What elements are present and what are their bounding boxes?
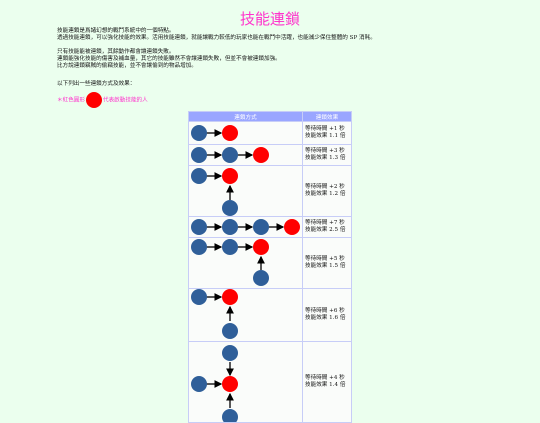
- wait-time: 等待時間 +5 秒: [305, 256, 345, 262]
- skill-effect: 技能效果 2.5 倍: [305, 227, 346, 233]
- legend-suffix: 代表啟動技能的人: [102, 97, 148, 104]
- member-icon: [191, 168, 207, 184]
- intro-line: 只有技能能被連鎖，其餘動作都會讓連鎖失敗。: [57, 49, 175, 55]
- intro-line: 比方說連鎖竊賊的偷竊技能，並不會讓偷到的物品增加。: [57, 63, 197, 69]
- effect-cell: 等待時間 +7 秒 技能效果 2.5 倍: [302, 216, 352, 238]
- initiator-icon: [222, 168, 238, 184]
- table-row: 等待時間 +7 秒 技能效果 2.5 倍: [188, 216, 352, 238]
- effect-cell: 等待時間 +5 秒 技能效果 1.5 倍: [302, 237, 352, 289]
- skill-effect: 技能效果 1.4 倍: [305, 382, 346, 388]
- table-row: 等待時間 +6 秒 技能效果 1.6 倍: [188, 288, 352, 342]
- header-chain-effect: 連鎖效果: [302, 111, 352, 122]
- member-icon: [222, 323, 238, 339]
- skill-effect: 技能效果 1.1 倍: [305, 133, 346, 139]
- member-icon: [253, 270, 269, 286]
- intro-line: 技能連鎖是爲諸幻想的戰鬥系統中的一個特點。: [57, 28, 175, 34]
- red-circle-icon: [85, 92, 102, 108]
- table-row: 等待時間 +5 秒 技能效果 1.5 倍: [188, 237, 352, 289]
- initiator-icon: [222, 125, 238, 141]
- effect-cell: 等待時間 +4 秒 技能效果 1.4 倍: [302, 341, 352, 423]
- skill-effect: 技能效果 1.3 倍: [305, 155, 346, 161]
- member-icon: [191, 239, 207, 255]
- member-icon: [222, 200, 238, 216]
- chain-diagram: [188, 216, 303, 238]
- page-title: 技能連鎖: [239, 10, 300, 28]
- effect-cell: 等待時間 +1 秒 技能效果 1.1 倍: [302, 121, 352, 145]
- member-icon: [222, 345, 238, 361]
- skill-effect: 技能效果 1.2 倍: [305, 191, 346, 197]
- member-icon: [222, 409, 238, 422]
- chain-table: 連鎖方式 連鎖效果 等待時間 +1 秒 技能效果 1.1 倍: [188, 111, 352, 423]
- initiator-icon: [284, 219, 300, 235]
- initiator-icon: [253, 147, 269, 163]
- wait-time: 等待時間 +4 秒: [305, 375, 345, 381]
- wait-time: 等待時間 +6 秒: [305, 308, 345, 314]
- member-icon: [191, 147, 207, 163]
- intro-paragraph-1: 技能連鎖是爲諸幻想的戰鬥系統中的一個特點。 透過技能連鎖，可以強化技能的效果。活…: [57, 28, 376, 42]
- member-icon: [191, 289, 207, 305]
- intro-paragraph-2: 只有技能能被連鎖，其餘動作都會讓連鎖失敗。 連鎖能強化技能的傷害及補血量，其它的…: [57, 49, 281, 70]
- chain-diagram: [188, 121, 303, 145]
- skill-effect: 技能效果 1.6 倍: [305, 315, 346, 321]
- member-icon: [191, 376, 207, 392]
- initiator-icon: [222, 289, 238, 305]
- table-row: 等待時間 +1 秒 技能效果 1.1 倍: [188, 121, 352, 145]
- table-row: 等待時間 +3 秒 技能效果 1.3 倍: [188, 144, 352, 166]
- list-intro: 以下列出一些連鎖方式及效果：: [57, 81, 136, 87]
- chain-diagram: [188, 341, 303, 423]
- legend: ＊紅色圓形 代表啟動技能的人: [57, 92, 148, 108]
- header-chain-method: 連鎖方式: [188, 111, 303, 122]
- table-row: 等待時間 +2 秒 技能效果 1.2 倍: [188, 165, 352, 217]
- chain-diagram: [188, 237, 303, 289]
- wait-time: 等待時間 +1 秒: [305, 126, 345, 132]
- chain-diagram: [188, 144, 303, 166]
- table-header-row: 連鎖方式 連鎖效果: [188, 111, 352, 122]
- table-row: 等待時間 +4 秒 技能效果 1.4 倍: [188, 341, 352, 423]
- member-icon: [191, 219, 207, 235]
- intro-line: 連鎖能強化技能的傷害及補血量，其它的技能雖然不會讓連鎖失敗，但並不會被連鎖加強。: [57, 56, 281, 62]
- initiator-icon: [253, 239, 269, 255]
- wait-time: 等待時間 +2 秒: [305, 184, 345, 190]
- member-icon: [222, 219, 238, 235]
- skill-effect: 技能效果 1.5 倍: [305, 263, 346, 269]
- intro-line: 透過技能連鎖，可以強化技能的效果。活用技能連鎖，就能讓戰力較低的玩家也能在戰鬥中…: [57, 35, 376, 41]
- member-icon: [222, 239, 238, 255]
- initiator-icon: [222, 376, 238, 392]
- wait-time: 等待時間 +7 秒: [305, 220, 345, 226]
- legend-prefix: ＊紅色圓形: [57, 97, 85, 104]
- chain-diagram: [188, 165, 303, 217]
- member-icon: [191, 125, 207, 141]
- effect-cell: 等待時間 +2 秒 技能效果 1.2 倍: [302, 165, 352, 217]
- effect-cell: 等待時間 +6 秒 技能效果 1.6 倍: [302, 288, 352, 342]
- member-icon: [253, 219, 269, 235]
- chain-diagram: [188, 288, 303, 342]
- wait-time: 等待時間 +3 秒: [305, 148, 345, 154]
- member-icon: [222, 147, 238, 163]
- effect-cell: 等待時間 +3 秒 技能效果 1.3 倍: [302, 144, 352, 166]
